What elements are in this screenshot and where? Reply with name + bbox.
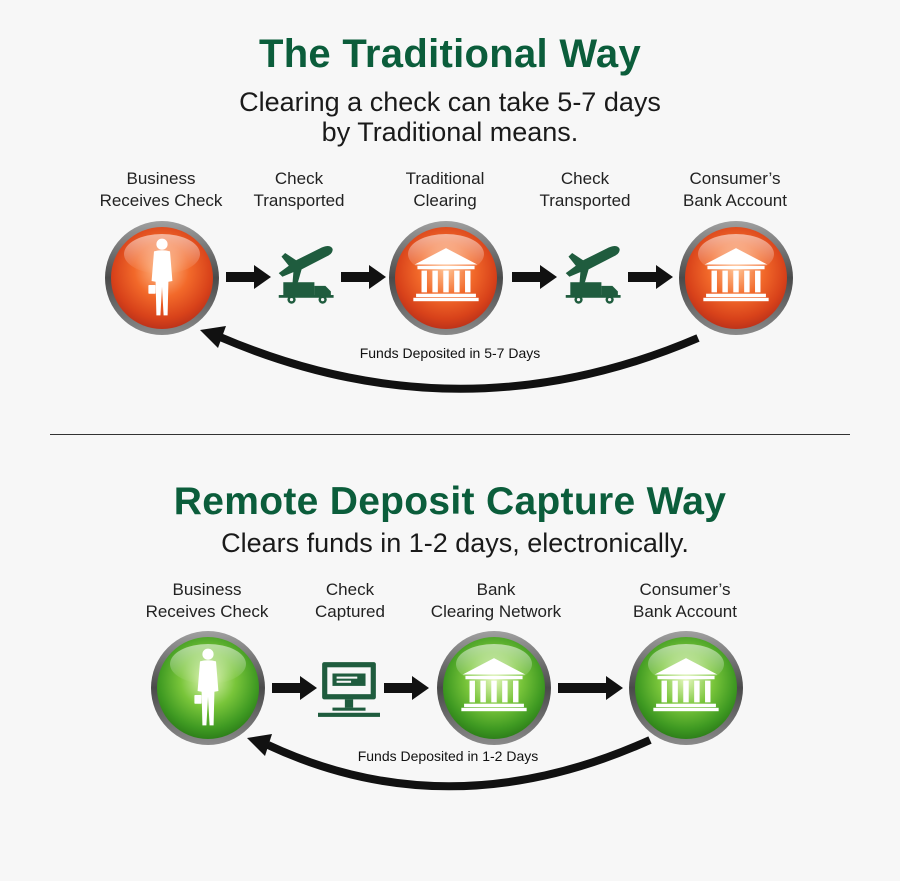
rdc-step-label-4-line2: Bank Account (633, 602, 737, 621)
remote-title: Remote Deposit Capture Way (173, 480, 727, 523)
trad-arrows (0, 200, 900, 400)
trad-step-label-4: Check Transported (520, 168, 650, 212)
rdc-business-circle (150, 630, 266, 746)
rdc-step-label-2: Check Captured (290, 579, 410, 623)
arrow-right-icon (558, 676, 623, 700)
arrow-right-icon (384, 676, 429, 700)
trad-step-label-4-line1: Check (560, 169, 610, 188)
rdc-funds-label: Funds Deposited in 1-2 Days (357, 748, 539, 764)
trad-step-label-5-line2: Bank Account (683, 191, 787, 210)
trad-step-label-1: Business Receives Check (86, 168, 236, 212)
rdc-step-label-2-line1: Check (325, 580, 375, 599)
return-arc-arrow (247, 734, 652, 791)
rdc-step-label-3-line2: Clearing Network (430, 602, 562, 621)
rdc-step-label-3-line1: Bank (476, 580, 516, 599)
rdc-arrows (0, 600, 900, 800)
trad-step-label-3: Traditional Clearing (380, 168, 510, 212)
trad-step-label-4-line2: Transported (539, 191, 631, 210)
trad-step-label-2: Check Transported (234, 168, 364, 212)
traditional-subtitle-line1: Clearing a check can take 5-7 days (239, 87, 661, 117)
rdc-consumer-circle (628, 630, 744, 746)
traditional-subtitle-line2: by Traditional means. (321, 117, 579, 147)
remote-subtitle: Clears funds in 1-2 days, electronically… (221, 528, 689, 558)
arrow-right-icon (512, 265, 557, 289)
trad-clearing-circle (388, 220, 504, 336)
rdc-network-circle (436, 630, 552, 746)
trad-consumer-circle (678, 220, 794, 336)
section-divider (50, 434, 850, 435)
rdc-step-label-1-line2: Receives Check (145, 602, 269, 621)
rdc-step-label-1: Business Receives Check (132, 579, 282, 623)
arrow-right-icon (272, 676, 317, 700)
trad-step-label-3-line2: Clearing (413, 191, 477, 210)
arrow-right-icon (226, 265, 271, 289)
rdc-step-label-4: Consumer’s Bank Account (612, 579, 758, 623)
trad-step-label-3-line1: Traditional (405, 169, 485, 188)
trad-business-circle (104, 220, 220, 336)
trad-step-label-1-line2: Receives Check (99, 191, 223, 210)
rdc-step-label-3: Bank Clearing Network (414, 579, 578, 623)
traditional-title: The Traditional Way (258, 32, 642, 76)
rdc-step-label-4-line1: Consumer’s (639, 580, 731, 599)
arrow-right-icon (341, 265, 386, 289)
return-arc-arrow (200, 326, 700, 393)
trad-step-label-5: Consumer’s Bank Account (662, 168, 808, 212)
trad-step-label-5-line1: Consumer’s (689, 169, 781, 188)
rdc-step-label-1-line1: Business (172, 580, 242, 599)
trad-step-label-2-line2: Transported (253, 191, 345, 210)
trad-step-label-1-line1: Business (126, 169, 196, 188)
arrow-right-icon (628, 265, 673, 289)
trad-step-label-2-line1: Check (274, 169, 324, 188)
trad-funds-label: Funds Deposited in 5-7 Days (359, 345, 541, 361)
rdc-step-label-2-line2: Captured (315, 602, 385, 621)
